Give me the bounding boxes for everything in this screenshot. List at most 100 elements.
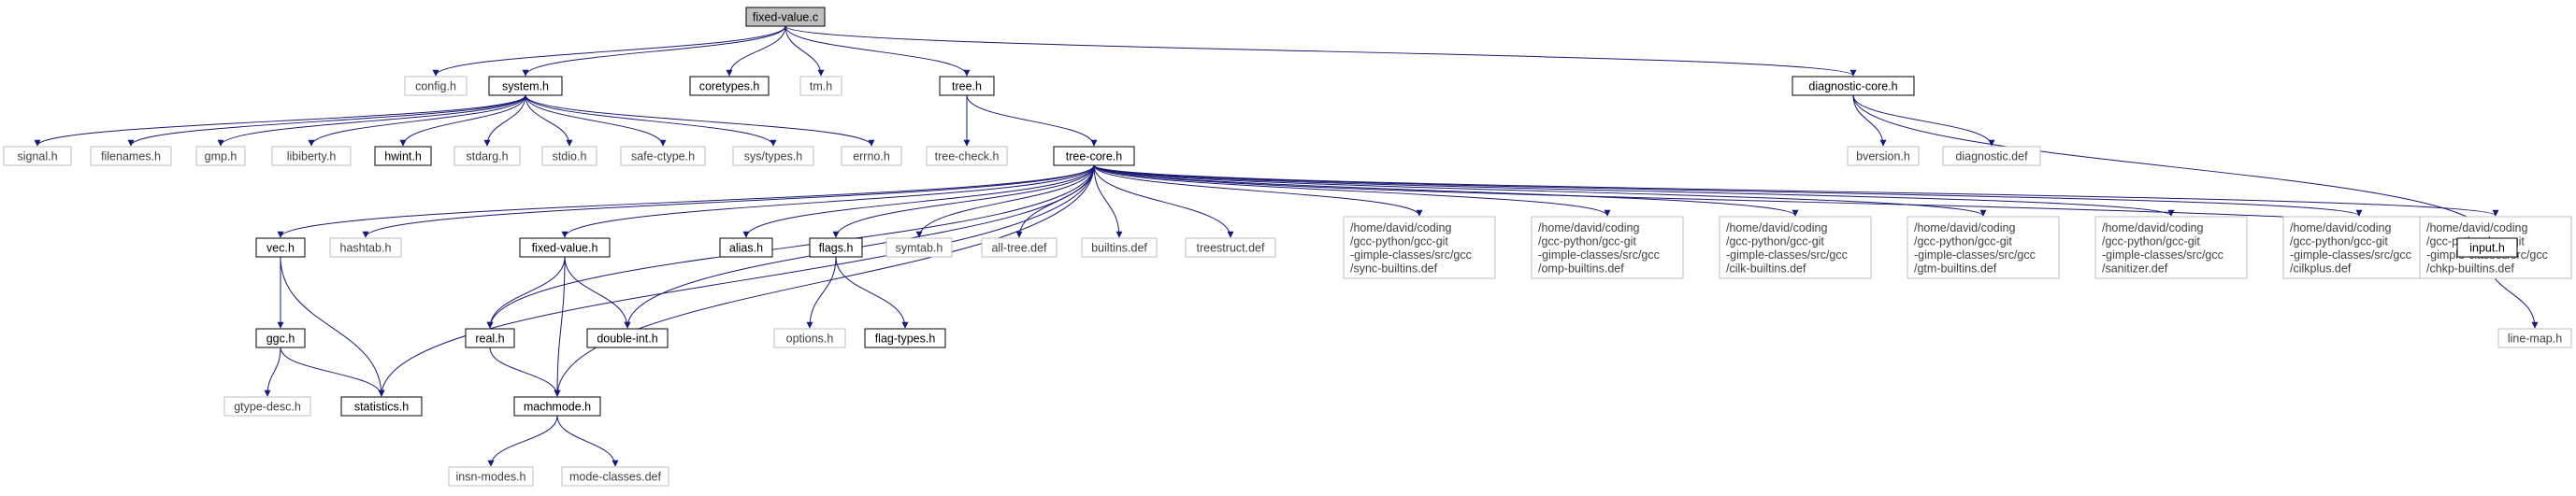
node-line-map-h[interactable]: line-map.h — [2497, 328, 2572, 348]
node-hwint-h[interactable]: hwint.h — [374, 146, 432, 166]
node-tree-check-h[interactable]: tree-check.h — [926, 146, 1008, 166]
node-label: /gcc-python/gcc-git — [2102, 234, 2200, 248]
node-label: -gimple-classes/src/gcc — [1726, 248, 1848, 262]
node-omp-builtins-def[interactable]: /home/david/coding/gcc-python/gcc-git-gi… — [1531, 216, 1684, 279]
node-input-h[interactable]: input.h — [2456, 237, 2518, 258]
edge-fixed_value_c-to-tree_h — [784, 25, 971, 77]
node-diagnostic-def[interactable]: diagnostic.def — [1942, 146, 2041, 166]
node-tree-h[interactable]: tree.h — [939, 76, 995, 96]
node-label: hashtab.h — [340, 242, 392, 255]
node-box — [223, 396, 311, 417]
node-sanitizer-def[interactable]: /home/david/coding/gcc-python/gcc-git-gi… — [2094, 216, 2248, 279]
node-label: gmp.h — [205, 150, 237, 163]
node-label: tm.h — [810, 80, 832, 93]
node-insn-modes-h[interactable]: insn-modes.h — [448, 466, 534, 487]
edge-system_h-to-safe_ctype_h — [525, 94, 667, 147]
node-label: /gcc-python/gcc-git — [1350, 234, 1448, 248]
node-box — [799, 76, 842, 96]
node-label: machmode.h — [524, 401, 591, 414]
node-label: system.h — [502, 80, 549, 93]
node-flags-h[interactable]: flags.h — [809, 237, 863, 258]
node-gmp-h[interactable]: gmp.h — [195, 146, 246, 166]
node-alias-h[interactable]: alias.h — [719, 237, 773, 258]
node-symtab-h[interactable]: symtab.h — [885, 237, 953, 258]
edge-fixed_value_h-to-machmode_h — [554, 256, 566, 397]
node-box — [939, 76, 995, 96]
node-errno-h[interactable]: errno.h — [841, 146, 902, 166]
node-signal-h[interactable]: signal.h — [3, 146, 72, 166]
node-treestruct-def[interactable]: treestruct.def — [1185, 237, 1276, 258]
node-filenames-h[interactable]: filenames.h — [90, 146, 172, 166]
node-coretypes-h[interactable]: coretypes.h — [689, 76, 770, 96]
edge-tree_core_h-to-cilkplus_def — [1093, 164, 2363, 217]
node-label: /sanitizer.def — [2102, 262, 2168, 275]
edge-system_h-to-stdarg_h — [483, 94, 526, 147]
node-mode-classes-def[interactable]: mode-classes.def — [561, 466, 669, 487]
node-label: /home/david/coding — [2290, 221, 2391, 234]
node-ggc-h[interactable]: ggc.h — [255, 328, 306, 348]
node-box — [689, 76, 770, 96]
node-cilk-builtins-def[interactable]: /home/david/coding/gcc-python/gcc-git-gi… — [1719, 216, 1872, 279]
node-label: tree-check.h — [935, 150, 1000, 163]
node-gtm-builtins-def[interactable]: /home/david/coding/gcc-python/gcc-git-gi… — [1907, 216, 2060, 279]
node-safe-ctype-h[interactable]: safe-ctype.h — [620, 146, 706, 166]
node-box — [2456, 237, 2518, 258]
node-label: /cilkplus.def — [2290, 262, 2352, 275]
node-label: alias.h — [729, 242, 763, 255]
node-box — [981, 237, 1058, 258]
node-flag-types-h[interactable]: flag-types.h — [864, 328, 946, 348]
node-label: -gimple-classes/src/gcc — [2290, 248, 2411, 262]
node-box — [2497, 328, 2572, 348]
node-label: -gimple-classes/src/gcc — [1350, 248, 1472, 262]
node-sync-builtins-def[interactable]: /home/david/coding/gcc-python/gcc-git-gi… — [1343, 216, 1496, 279]
node-chkp-builtins-def[interactable]: /home/david/coding/gcc-python/gcc-git-gi… — [2419, 216, 2572, 279]
node-label: hwint.h — [384, 150, 422, 163]
node-label: errno.h — [853, 150, 890, 163]
node-label: config.h — [415, 80, 456, 93]
node-box — [2094, 216, 2248, 279]
edge-fixed_value_h-to-double_int_h — [564, 256, 631, 329]
node-label: filenames.h — [101, 150, 161, 163]
node-label: /home/david/coding — [2102, 221, 2203, 234]
node-label: all-tree.def — [991, 242, 1047, 255]
node-tm-h[interactable]: tm.h — [799, 76, 842, 96]
edge-system_h-to-signal_h — [34, 94, 526, 147]
node-box — [1792, 76, 1915, 96]
node-tree-core-h[interactable]: tree-core.h — [1053, 146, 1135, 166]
edge-tree_core_h-to-alias_h — [742, 164, 1095, 238]
node-all-tree-def[interactable]: all-tree.def — [981, 237, 1058, 258]
node-label: /gtm-builtins.def — [1914, 262, 1997, 275]
node-box — [745, 7, 826, 27]
node-libiberty-h[interactable]: libiberty.h — [271, 146, 352, 166]
node-sys-types-h[interactable]: sys/types.h — [732, 146, 814, 166]
node-machmode-h[interactable]: machmode.h — [513, 396, 601, 417]
node-label: -gimple-classes/src/gcc — [1538, 248, 1660, 262]
node-bversion-h[interactable]: bversion.h — [1847, 146, 1920, 166]
node-double-int-h[interactable]: double-int.h — [586, 328, 669, 348]
node-fixed-value-h[interactable]: fixed-value.h — [519, 237, 611, 258]
node-hashtab-h[interactable]: hashtab.h — [329, 237, 402, 258]
node-stdio-h[interactable]: stdio.h — [541, 146, 597, 166]
node-fixed-value-c[interactable]: fixed-value.c — [745, 7, 826, 27]
edge-tree_core_h-to-fixed_value_h — [561, 164, 1095, 238]
node-system-h[interactable]: system.h — [488, 76, 563, 96]
node-stdarg-h[interactable]: stdarg.h — [453, 146, 521, 166]
node-label: double-int.h — [597, 333, 657, 346]
node-real-h[interactable]: real.h — [465, 328, 515, 348]
node-config-h[interactable]: config.h — [404, 76, 468, 96]
node-diagnostic-core-h[interactable]: diagnostic-core.h — [1792, 76, 1915, 96]
edge-system_h-to-gmp_h — [217, 94, 526, 147]
node-cilkplus-def[interactable]: /home/david/coding/gcc-python/gcc-git-gi… — [2282, 216, 2436, 279]
node-box — [255, 328, 306, 348]
node-label: -gimple-classes/src/gcc — [2102, 248, 2223, 262]
edge-tree_core_h-to-statistics_h — [378, 164, 1095, 397]
node-options-h[interactable]: options.h — [773, 328, 846, 348]
node-statistics-h[interactable]: statistics.h — [340, 396, 423, 417]
edge-flags_h-to-flag_types_h — [835, 256, 909, 329]
node-box — [732, 146, 814, 166]
node-vec-h[interactable]: vec.h — [255, 237, 306, 258]
node-builtins-def[interactable]: builtins.def — [1081, 237, 1158, 258]
edge-tree_core_h-to-gtm_builtins_def — [1093, 164, 1987, 217]
node-gtype-desc-h[interactable]: gtype-desc.h — [223, 396, 311, 417]
